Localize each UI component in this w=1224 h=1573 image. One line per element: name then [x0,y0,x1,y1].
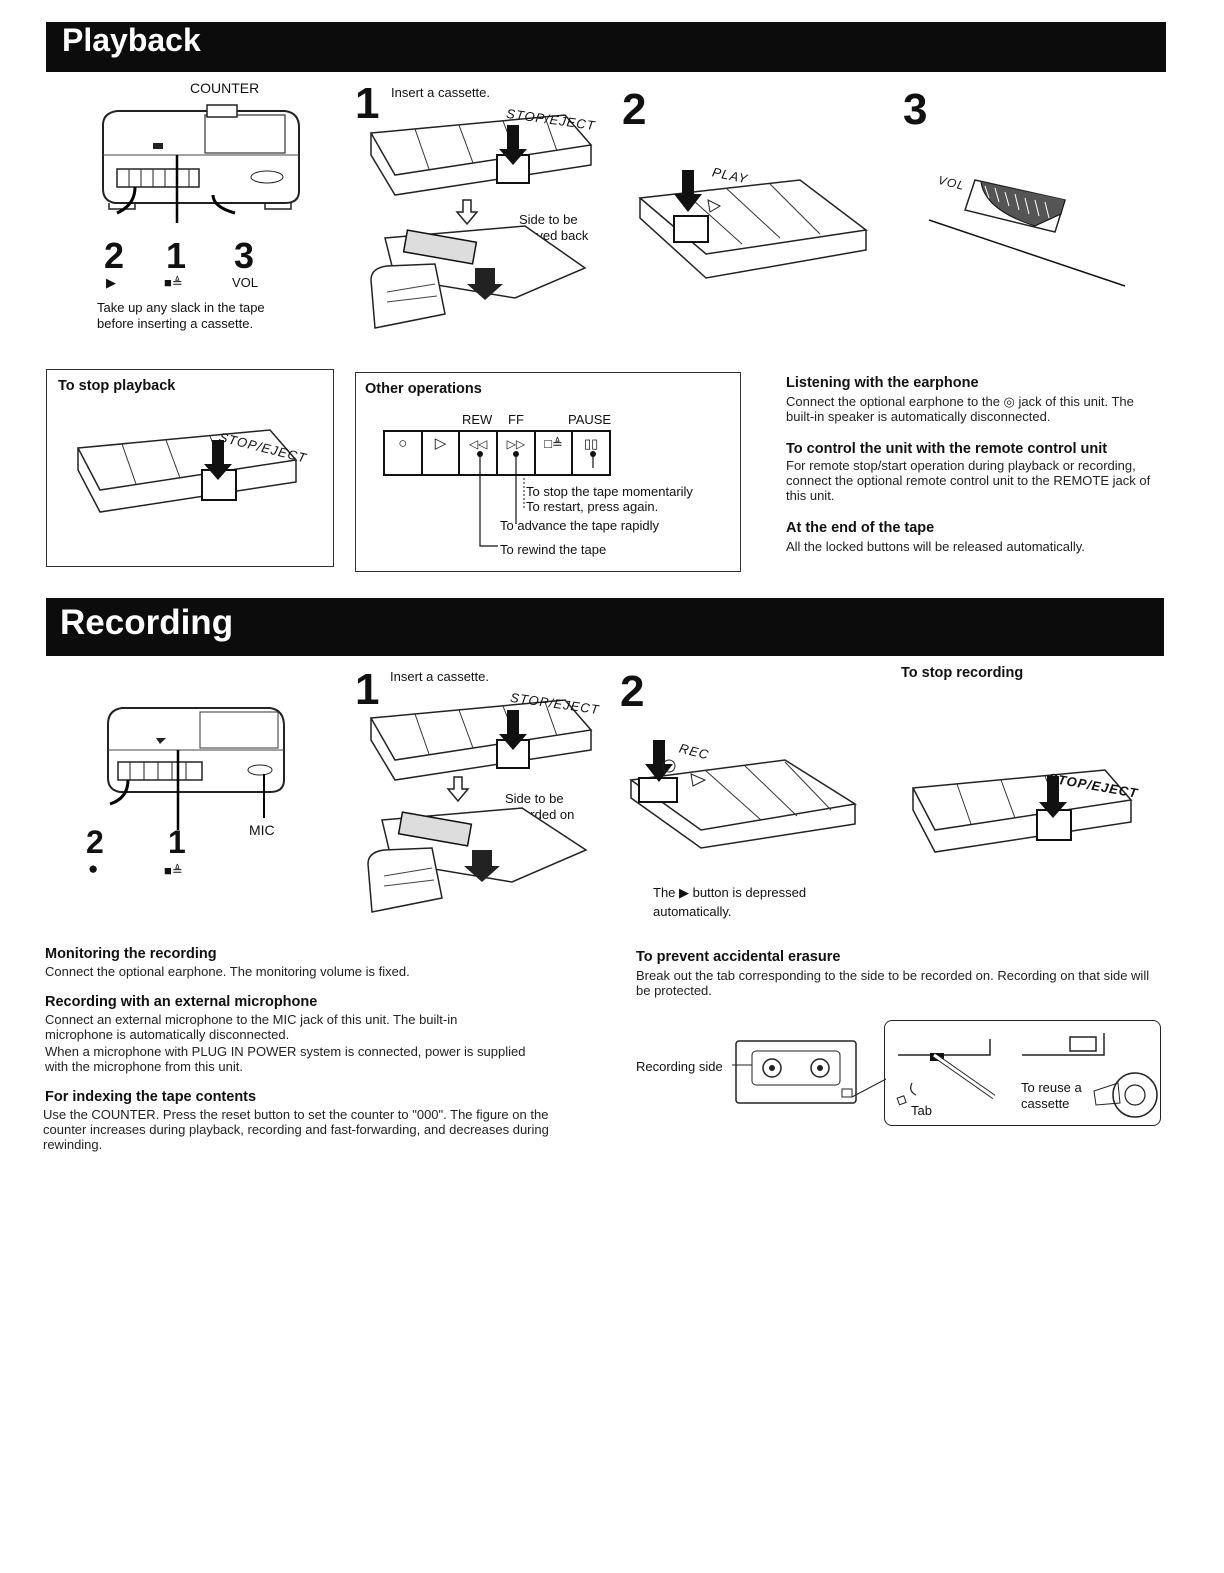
remote-title: To control the unit with the remote cont… [786,441,1108,457]
rew-note: To rewind the tape [500,542,607,557]
stop-recording-title: To stop recording [901,665,1024,681]
recording-stop-symbol: ■≜ [164,863,183,878]
pause-label: PAUSE [568,412,612,427]
indexing-text: Use the COUNTER. Press the reset button … [43,1107,549,1152]
erasure-detail-box [884,1020,1161,1126]
stop-recording-illustration [911,769,1133,853]
reuse-label: To reuse a cassette [1021,1080,1082,1111]
ff-note: To advance the tape rapidly [500,518,659,533]
playback-num-3: 3 [234,235,255,276]
playback-step1-instruction: Insert a cassette. [391,85,490,100]
ext-mic-title: Recording with an external microphone [45,994,318,1010]
erasure-title: To prevent accidental erasure [636,949,841,965]
monitoring-text: Connect the optional earphone. The monit… [45,964,410,979]
stop-eject-key-illustration [76,429,298,513]
play-key: ▷ [423,432,461,474]
other-operations-title: Other operations [365,381,482,397]
play-depressed-note: The ▶ button is depressed automatically. [653,885,807,919]
playback-title: Playback [62,22,201,58]
playback-step3-num: 3 [903,85,928,134]
rec-key: ○ [385,432,423,474]
stop-eject-key: □≜ [536,432,574,474]
rew-label: REW [462,412,493,427]
ff-key: ▷▷ [498,432,536,474]
operation-callout-lines [477,451,596,547]
stop-playback-title: To stop playback [58,378,176,394]
playback-step1-num: 1 [355,79,380,128]
counter-label: COUNTER [190,80,260,96]
playback-num-1: 1 [166,235,187,276]
recording-title: Recording [60,603,234,642]
ext-mic-text-2: When a microphone with PLUG IN POWER sys… [45,1044,526,1074]
erasure-text: Break out the tab corresponding to the s… [636,968,1150,998]
rec-symbol: ● [88,859,99,878]
recording-down-arrow-icon [446,776,470,803]
end-tape-title: At the end of the tape [786,520,935,536]
pause-key: ▯▯ [584,436,599,451]
rew-key: ◁◁ [460,432,499,474]
stop-playback-box [46,369,334,567]
playback-num-2: 2 [104,235,125,276]
recording-num-1: 1 [168,824,186,860]
tab-breakout-illustration [896,1033,1158,1118]
pause-note-2: To restart, press again. [526,499,659,514]
vol-symbol-label: VOL [232,275,259,290]
remote-text: For remote stop/start operation during p… [786,458,1151,503]
stop-eject-symbol: ■≜ [164,275,183,290]
recording-num-2: 2 [86,824,104,860]
indexing-title: For indexing the tape contents [45,1089,257,1105]
recording-side-label: Recording side [636,1059,723,1074]
recording-header-bar [46,598,1164,656]
tab-label: Tab [911,1103,932,1118]
slack-note: Take up any slack in the tape before ins… [97,300,265,331]
end-tape-text: All the locked buttons will be released … [786,539,1085,554]
recorder-rec-illustration [107,707,285,830]
play-key-illustration [638,170,868,279]
earphone-title: Listening with the earphone [786,375,979,391]
mic-label: MIC [249,822,275,838]
cassette-insert-illustration [370,225,587,329]
recording-cassette-insert [367,807,588,913]
play-symbol: ▶ [106,275,116,290]
recording-step1-instruction: Insert a cassette. [390,669,489,684]
pause-note-1: To stop the tape momentarily [526,484,693,499]
playback-step2-num: 2 [622,85,647,134]
operation-keys-row: ○ ▷ ◁◁ ▷▷ □≜ ▯▯ [383,430,611,476]
volume-wheel-illustration [928,179,1126,287]
recording-cassette-keys [369,699,593,781]
down-arrow-icon [455,199,479,226]
ext-mic-text-1: Connect an external microphone to the MI… [45,1012,458,1042]
earphone-text: Connect the optional earphone to the ◎ j… [786,394,1134,424]
recording-step2-num: 2 [620,667,645,716]
monitoring-title: Monitoring the recording [45,946,217,962]
cassette-tab-illustration [732,1040,887,1104]
tape-recorder-illustration [102,104,300,223]
cassette-keys-illustration [369,114,593,196]
playback-header-bar [46,22,1166,72]
ff-label: FF [508,412,524,427]
other-operations-box [355,372,741,572]
recording-step1-num: 1 [355,665,380,714]
rec-key-illustration [629,740,858,849]
